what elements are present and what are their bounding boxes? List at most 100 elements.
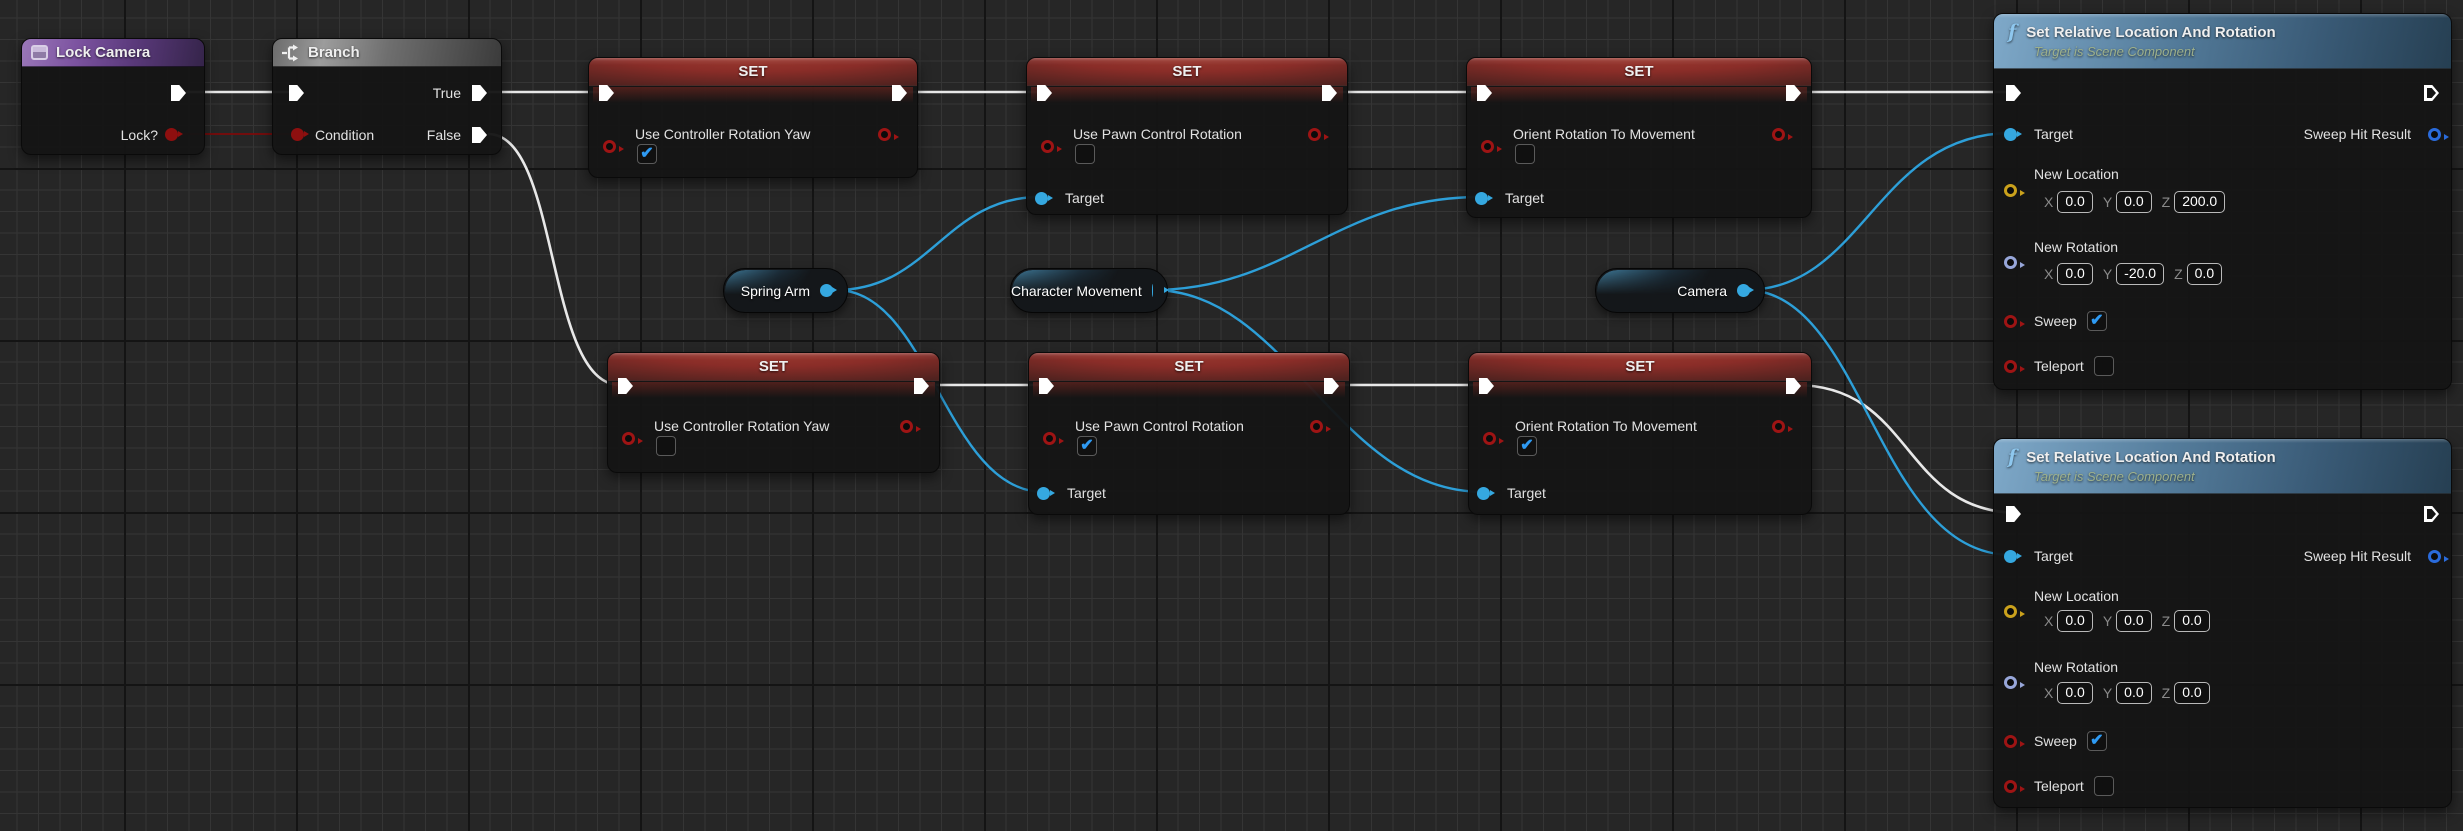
target-pin[interactable] bbox=[1477, 487, 1495, 500]
loc-x-field[interactable]: 0.0 bbox=[2057, 191, 2093, 213]
bool-out-pin[interactable] bbox=[1308, 128, 1329, 141]
exec-in-pin[interactable] bbox=[1037, 85, 1052, 101]
target-pin[interactable] bbox=[1037, 487, 1055, 500]
variable-node-camera[interactable]: Camera bbox=[1595, 268, 1765, 313]
set-node-use-controller-rotation-yaw-top[interactable]: SET Use Controller Rotation Yaw ✔ bbox=[588, 57, 918, 178]
exec-out-pin[interactable] bbox=[1322, 85, 1337, 101]
target-pin[interactable] bbox=[2004, 550, 2022, 563]
loc-z-field[interactable]: 0.0 bbox=[2174, 610, 2210, 632]
exec-out-pin[interactable] bbox=[914, 378, 929, 394]
bool-checkbox[interactable] bbox=[656, 436, 676, 456]
character-movement-output-pin[interactable] bbox=[1151, 284, 1174, 297]
fn-node-set-relative-location-and-rotation-top[interactable]: f Set Relative Location And Rotation Tar… bbox=[1993, 13, 2452, 390]
sweep-hit-result-pin[interactable] bbox=[2428, 550, 2449, 563]
prop-label: Use Pawn Control Rotation bbox=[1073, 126, 1242, 142]
loc-z-field[interactable]: 200.0 bbox=[2174, 191, 2226, 213]
lock-bool-pin[interactable] bbox=[165, 128, 183, 141]
new-rotation-pin[interactable] bbox=[2004, 256, 2025, 269]
exec-out-pin[interactable] bbox=[1786, 378, 1801, 394]
set-node-orient-rotation-to-movement-top[interactable]: SET Orient Rotation To Movement Target bbox=[1466, 57, 1812, 218]
rot-z-field[interactable]: 0.0 bbox=[2174, 682, 2210, 704]
false-exec-pin[interactable] bbox=[472, 127, 487, 143]
spring-arm-output-pin[interactable] bbox=[820, 284, 837, 297]
exec-out-pin[interactable] bbox=[2424, 85, 2439, 101]
sweep-hit-result-pin[interactable] bbox=[2428, 128, 2449, 141]
fn-node-set-relative-location-and-rotation-bottom[interactable]: f Set Relative Location And Rotation Tar… bbox=[1993, 438, 2452, 808]
exec-in-pin[interactable] bbox=[2006, 506, 2021, 522]
exec-out-pin[interactable] bbox=[2424, 506, 2439, 522]
rot-x-field[interactable]: 0.0 bbox=[2057, 682, 2093, 704]
new-rotation-pin[interactable] bbox=[2004, 676, 2025, 689]
bool-in-pin[interactable] bbox=[603, 140, 624, 153]
teleport-pin[interactable] bbox=[2004, 360, 2025, 373]
variable-node-spring-arm[interactable]: Spring Arm bbox=[723, 268, 848, 313]
sweep-checkbox[interactable]: ✔ bbox=[2086, 731, 2107, 751]
bool-checkbox[interactable]: ✔ bbox=[637, 144, 657, 164]
target-pin[interactable] bbox=[2004, 128, 2022, 141]
set-node-use-controller-rotation-yaw-bottom[interactable]: SET Use Controller Rotation Yaw bbox=[607, 352, 940, 473]
set-node-orient-rotation-to-movement-bottom[interactable]: SET Orient Rotation To Movement ✔ Target bbox=[1468, 352, 1812, 515]
exec-in-pin[interactable] bbox=[289, 85, 304, 101]
bool-in-pin[interactable] bbox=[1481, 140, 1502, 153]
exec-in-pin[interactable] bbox=[1477, 85, 1492, 101]
sweep-pin[interactable] bbox=[2004, 735, 2025, 748]
loc-y-field[interactable]: 0.0 bbox=[2116, 191, 2152, 213]
wire-set3-to-fn-bottom[interactable] bbox=[1794, 383, 2021, 515]
sweep-checkbox[interactable]: ✔ bbox=[2086, 311, 2107, 331]
bool-out-pin[interactable] bbox=[900, 420, 921, 433]
sweep-pin[interactable] bbox=[2004, 315, 2025, 328]
rot-y-field[interactable]: 0.0 bbox=[2116, 682, 2152, 704]
wire-camera-to-fn-top-target[interactable] bbox=[1744, 131, 2013, 292]
bool-out-pin[interactable] bbox=[878, 128, 899, 141]
exec-in-pin[interactable] bbox=[618, 378, 633, 394]
bool-out-pin[interactable] bbox=[1310, 420, 1331, 433]
bool-out-pin[interactable] bbox=[1772, 420, 1793, 433]
event-node-lock-camera[interactable]: Lock Camera Lock? bbox=[21, 38, 205, 155]
wire-branch-false-to-set1-bottom[interactable] bbox=[487, 132, 621, 387]
set-header: SET bbox=[1469, 353, 1811, 381]
exec-out-pin[interactable] bbox=[1324, 378, 1339, 394]
rot-z-field[interactable]: 0.0 bbox=[2186, 263, 2223, 285]
exec-in-pin[interactable] bbox=[2006, 85, 2021, 101]
exec-in-pin[interactable] bbox=[1479, 378, 1494, 394]
exec-out-pin[interactable] bbox=[171, 85, 186, 101]
new-location-pin[interactable] bbox=[2004, 184, 2025, 197]
teleport-pin[interactable] bbox=[2004, 780, 2025, 793]
z-axis-label: Z bbox=[2161, 613, 2171, 629]
target-row: Target bbox=[2034, 126, 2073, 142]
bool-in-pin[interactable] bbox=[1041, 140, 1062, 153]
teleport-checkbox[interactable] bbox=[2093, 776, 2114, 796]
set-node-use-pawn-control-rotation-bottom[interactable]: SET Use Pawn Control Rotation ✔ Target bbox=[1028, 352, 1350, 515]
rot-x-field[interactable]: 0.0 bbox=[2057, 263, 2093, 285]
teleport-checkbox[interactable] bbox=[2093, 356, 2114, 376]
rot-y-field[interactable]: -20.0 bbox=[2116, 263, 2165, 285]
fn-title: Set Relative Location And Rotation bbox=[2026, 24, 2276, 41]
bool-checkbox[interactable] bbox=[1515, 144, 1535, 164]
bool-checkbox[interactable]: ✔ bbox=[1077, 436, 1097, 456]
bool-checkbox[interactable] bbox=[1075, 144, 1095, 164]
target-pin[interactable] bbox=[1475, 192, 1493, 205]
loc-x-field[interactable]: 0.0 bbox=[2057, 610, 2093, 632]
condition-pin[interactable] bbox=[291, 128, 309, 141]
target-pin[interactable] bbox=[1035, 192, 1053, 205]
bool-in-pin[interactable] bbox=[622, 432, 643, 445]
exec-out-pin[interactable] bbox=[1786, 85, 1801, 101]
camera-output-pin[interactable] bbox=[1737, 284, 1754, 297]
wire-springarm-to-target-top[interactable] bbox=[835, 195, 1041, 292]
set-node-use-pawn-control-rotation-top[interactable]: SET Use Pawn Control Rotation Target bbox=[1026, 57, 1348, 215]
bool-checkbox[interactable]: ✔ bbox=[1517, 436, 1537, 456]
branch-node[interactable]: Branch Condition True False bbox=[272, 38, 502, 155]
bool-in-pin[interactable] bbox=[1043, 432, 1064, 445]
loc-y-field[interactable]: 0.0 bbox=[2116, 610, 2152, 632]
bool-out-pin[interactable] bbox=[1772, 128, 1793, 141]
bool-in-pin[interactable] bbox=[1483, 432, 1504, 445]
exec-in-pin[interactable] bbox=[1039, 378, 1054, 394]
new-location-pin[interactable] bbox=[2004, 605, 2025, 618]
variable-node-character-movement[interactable]: Character Movement bbox=[1010, 268, 1174, 313]
wire-camera-to-fn-bottom-target[interactable] bbox=[1744, 288, 2013, 557]
exec-in-pin[interactable] bbox=[599, 85, 614, 101]
true-exec-pin[interactable] bbox=[472, 85, 487, 101]
exec-out-pin[interactable] bbox=[892, 85, 907, 101]
wire-charmove-to-target-top[interactable] bbox=[1151, 195, 1481, 292]
